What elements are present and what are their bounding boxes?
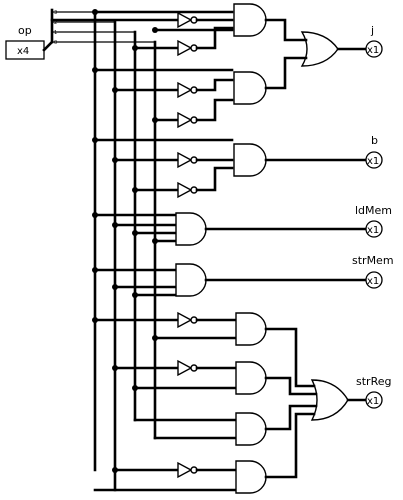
not-gate (177, 111, 198, 129)
output-label-j: j (370, 24, 374, 37)
output-width-label: x1 (367, 45, 379, 56)
junction-dots (92, 9, 158, 473)
and-gates (175, 3, 267, 494)
input-label-op: op (18, 24, 32, 37)
and-gate (233, 3, 267, 37)
and-gate (235, 312, 267, 346)
output-pin-b[interactable]: x1 (365, 151, 383, 169)
output-width-label: x1 (367, 156, 379, 167)
not-gate (177, 461, 198, 479)
not-gate (177, 311, 198, 329)
and-gate (235, 412, 267, 446)
bit-label-2: 2 (54, 20, 57, 26)
output-pin-strreg[interactable]: x1 (365, 391, 383, 409)
output-label-b: b (371, 134, 378, 147)
gate-output-wires (204, 18, 374, 479)
output-pin-ldmem[interactable]: x1 (365, 220, 383, 238)
not-gate (177, 11, 198, 29)
or-gate (300, 31, 339, 67)
and-gate (175, 263, 207, 297)
bit-label-1: 1 (54, 30, 57, 36)
splitter: 3 2 1 0 (42, 8, 155, 52)
not-gate (177, 151, 198, 169)
bit-label-0: 0 (54, 40, 57, 46)
bit-buses (93, 10, 157, 492)
bit-label-3: 3 (54, 10, 57, 16)
and-gate (235, 361, 267, 395)
not-gate (177, 39, 198, 57)
not-gate (177, 81, 198, 99)
or-gates (300, 31, 349, 421)
output-width-label: x1 (367, 276, 379, 287)
and-gate (233, 71, 267, 105)
and-gate (175, 212, 207, 246)
or-gate (310, 379, 349, 421)
output-label-strmem: strMem (352, 254, 394, 267)
not-gate (177, 181, 198, 199)
not-gates (177, 11, 198, 479)
input-width-label: x4 (17, 46, 29, 57)
and-gate (235, 460, 267, 494)
not-gate (177, 359, 198, 377)
output-width-label: x1 (367, 225, 379, 236)
output-width-label: x1 (367, 396, 379, 407)
not-output-wires (195, 18, 238, 472)
and-gate (233, 143, 267, 177)
output-label-ldmem: ldMem (355, 204, 392, 217)
tap-wires (50, 10, 238, 492)
input-pin-op[interactable]: x4 (5, 40, 45, 60)
output-label-strreg: strReg (356, 375, 391, 388)
output-pin-j[interactable]: x1 (365, 40, 383, 58)
output-pin-strmem[interactable]: x1 (365, 271, 383, 289)
